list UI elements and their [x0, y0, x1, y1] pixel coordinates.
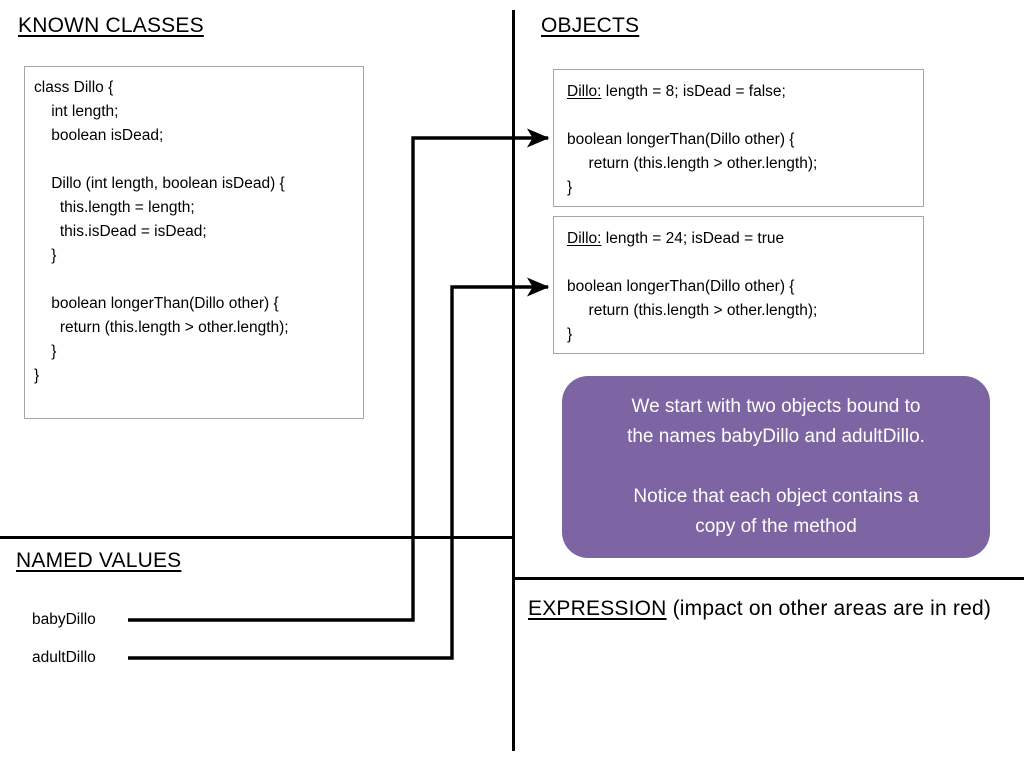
- page-title-known-classes: KNOWN CLASSES: [18, 14, 204, 38]
- object-method-source: boolean longerThan(Dillo other) { return…: [567, 278, 818, 343]
- page-title-expression: EXPRESSION (impact on other areas are in…: [528, 597, 991, 621]
- object-content: Dillo: length = 8; isDead = false; boole…: [567, 80, 817, 200]
- callout-line-4: copy of the method: [695, 516, 857, 537]
- class-source-code: class Dillo { int length; boolean isDead…: [34, 79, 289, 384]
- callout-line-2: the names babyDillo and adultDillo.: [627, 426, 925, 447]
- named-value-label: babyDillo: [32, 611, 96, 628]
- object-fields: length = 8; isDead = false;: [601, 83, 786, 100]
- vertical-divider: [512, 10, 515, 751]
- object-method-source: boolean longerThan(Dillo other) { return…: [567, 131, 818, 196]
- callout-line-3: Notice that each object contains a: [633, 486, 919, 507]
- expression-label: EXPRESSION: [528, 597, 667, 620]
- object-header: Dillo: length = 8; isDead = false;: [567, 80, 817, 104]
- objects-label: OBJECTS: [541, 14, 640, 37]
- named-values-label: NAMED VALUES: [16, 549, 182, 572]
- horizontal-divider-right: [514, 577, 1024, 580]
- object-content: Dillo: length = 24; isDead = true boolea…: [567, 227, 817, 347]
- object-type-label: Dillo:: [567, 83, 602, 100]
- object-box-babydillo: Dillo: length = 8; isDead = false; boole…: [553, 69, 924, 207]
- object-box-adultdillo: Dillo: length = 24; isDead = true boolea…: [553, 216, 924, 354]
- page-title-objects: OBJECTS: [541, 14, 639, 38]
- object-type-label: Dillo:: [567, 230, 602, 247]
- callout-line-1: We start with two objects bound to: [631, 396, 921, 417]
- object-fields: length = 24; isDead = true: [601, 230, 785, 247]
- known-classes-label: KNOWN CLASSES: [18, 14, 204, 37]
- named-value-label: adultDillo: [32, 649, 96, 666]
- horizontal-divider-left: [0, 536, 514, 539]
- class-definition-box: class Dillo { int length; boolean isDead…: [24, 66, 364, 419]
- callout-note: We start with two objects bound to the n…: [562, 376, 990, 558]
- named-value-adultdillo: adultDillo: [32, 649, 96, 667]
- object-header: Dillo: length = 24; isDead = true: [567, 227, 817, 251]
- page-title-named-values: NAMED VALUES: [16, 549, 181, 573]
- named-value-babydillo: babyDillo: [32, 611, 96, 629]
- expression-note: (impact on other areas are in red): [666, 597, 992, 620]
